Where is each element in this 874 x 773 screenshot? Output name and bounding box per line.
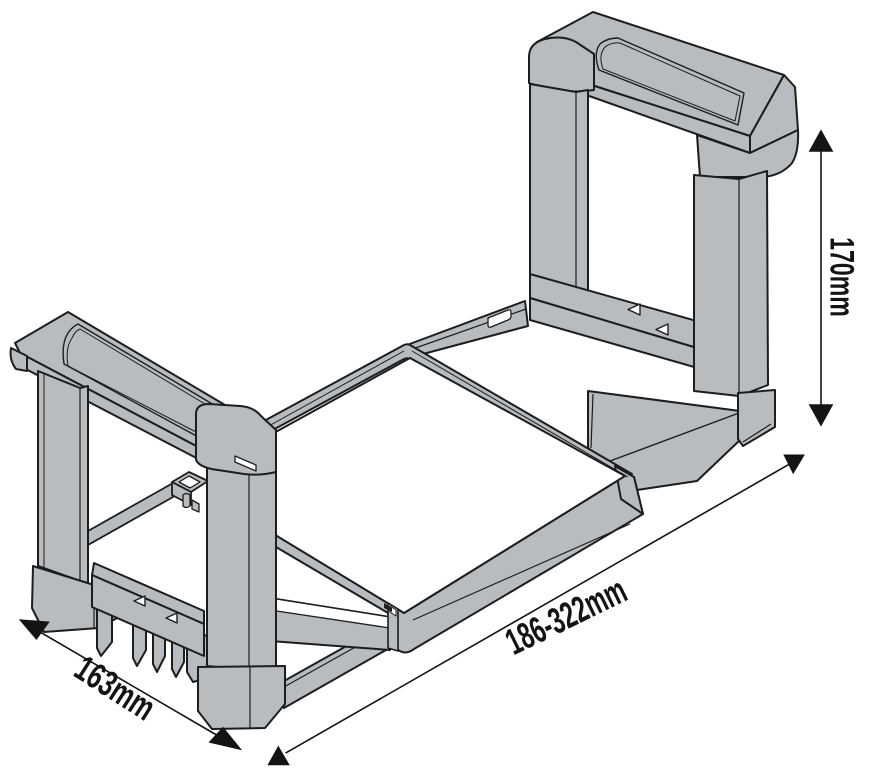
svg-text:170mm: 170mm (822, 237, 859, 317)
